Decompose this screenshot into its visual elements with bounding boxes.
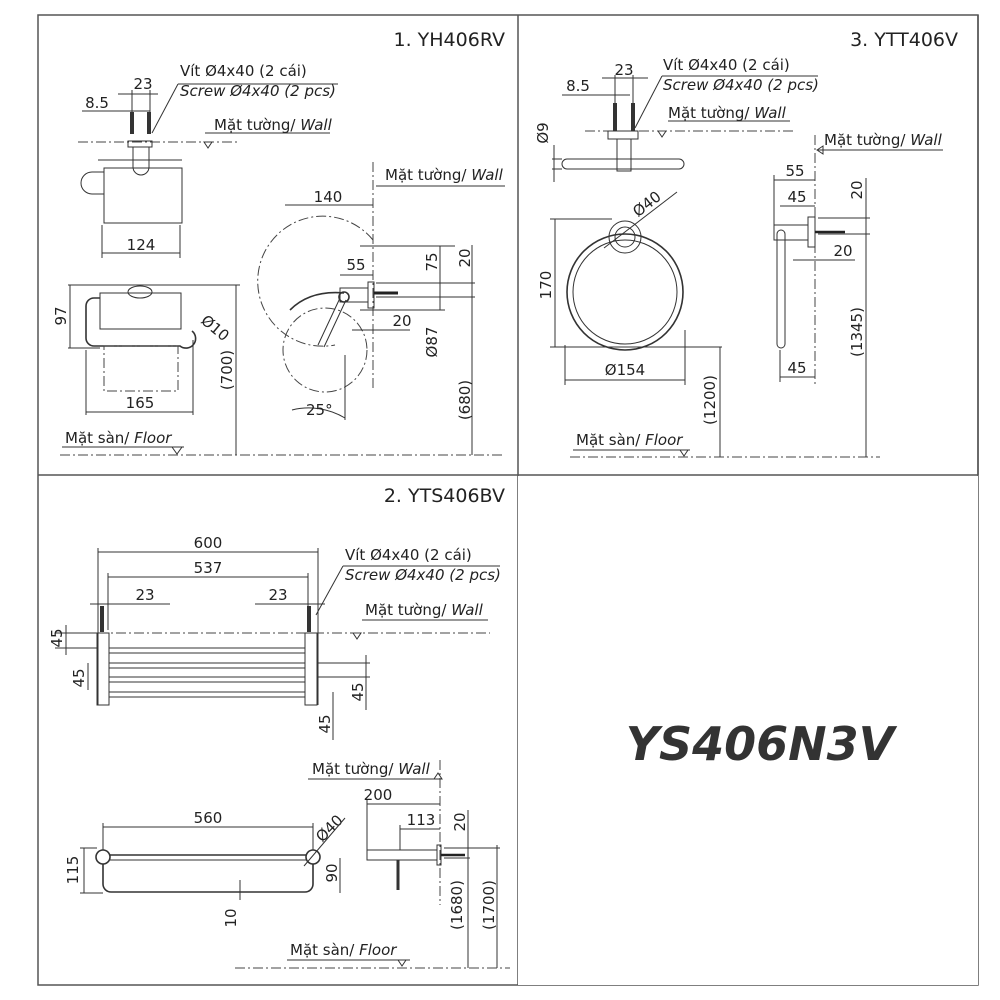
dim-8-5: 8.5 [85,94,109,112]
wall-label: Mặt tường/ Wall [312,760,431,778]
dim-45-b: 45 [70,668,88,687]
dim-23: 23 [133,75,152,93]
screw-label-vi: Vít Ø4x40 (2 cái) [180,62,307,80]
dim-45-top: 45 [787,188,806,206]
dim-600: 600 [194,534,223,552]
screw-label-en: Screw Ø4x40 (2 pcs) [180,82,336,100]
screw-label-vi: Vít Ø4x40 (2 cái) [663,56,790,74]
product-set-model: YS406N3V [626,717,898,771]
dim-23: 23 [614,61,633,79]
dim-diameter-87: Ø87 [423,327,441,358]
dim-115: 115 [64,856,82,885]
dim-700: (700) [218,350,236,390]
dim-124: 124 [127,236,156,254]
wall-label: Mặt tường/ Wall [385,166,504,184]
screw-label-en: Screw Ø4x40 (2 pcs) [663,76,819,94]
wall-label: Mặt tường/ Wall [214,116,333,134]
dim-diameter-10: Ø10 [197,311,232,345]
dim-20: 20 [451,812,469,831]
screw-label-en: Screw Ø4x40 (2 pcs) [345,566,501,584]
panel-yts406bv: 2. YTS406BV 600 537 23 23 Vít Ø4x40 (2 c… [48,485,510,969]
dim-560: 560 [194,809,223,827]
dim-1200: (1200) [701,375,719,425]
dim-45-c: 45 [349,682,367,701]
panel-title: 1. YH406RV [394,29,506,51]
dim-1345: (1345) [848,307,866,357]
dim-55: 55 [346,256,365,274]
dim-10: 10 [222,908,240,927]
floor-label: Mặt sàn/ Floor [65,429,172,447]
dim-680: (680) [456,380,474,420]
dim-45-bottom: 45 [787,359,806,377]
dim-55: 55 [785,162,804,180]
dim-20-vertical: 20 [848,180,866,199]
dim-45-a: 45 [48,628,66,647]
dim-23-left: 23 [135,586,154,604]
dim-diameter-154: Ø154 [605,361,645,379]
dim-20-vertical: 20 [456,248,474,267]
dim-170: 170 [537,271,555,300]
floor-label: Mặt sàn/ Floor [290,941,397,959]
dim-diameter-9: Ø9 [534,122,552,143]
wall-label: Mặt tường/ Wall [668,104,787,122]
dim-8-5: 8.5 [566,77,590,95]
dim-1680: (1680) [448,880,466,930]
dim-113: 113 [407,811,436,829]
wall-label: Mặt tường/ Wall [824,131,943,149]
dim-25-degree: 25° [306,401,333,419]
dim-537: 537 [194,559,223,577]
dim-45-d: 45 [316,714,334,733]
dim-165: 165 [126,394,155,412]
dim-90: 90 [323,863,341,882]
dim-200: 200 [364,786,393,804]
panel-title: 2. YTS406BV [384,485,505,507]
screw-label-vi: Vít Ø4x40 (2 cái) [345,546,472,564]
panel-ytt406v: 3. YTT406V Vít Ø4x40 (2 cái) Screw Ø4x40… [534,29,958,458]
dim-75: 75 [423,252,441,271]
dim-23-right: 23 [268,586,287,604]
dim-97: 97 [52,306,70,325]
dim-140: 140 [314,188,343,206]
dim-diameter-40: Ø40 [312,811,347,846]
dim-20-horizontal: 20 [392,312,411,330]
panel-frames [37,14,979,986]
panel-title: 3. YTT406V [850,29,958,51]
dim-1700: (1700) [480,880,498,930]
dim-20-horizontal: 20 [833,242,852,260]
wall-label: Mặt tường/ Wall [365,601,484,619]
floor-label: Mặt sàn/ Floor [576,431,683,449]
panel-yh406rv: 1. YH406RV Vít Ø4x40 (2 cái) Screw Ø4x40… [52,29,506,456]
